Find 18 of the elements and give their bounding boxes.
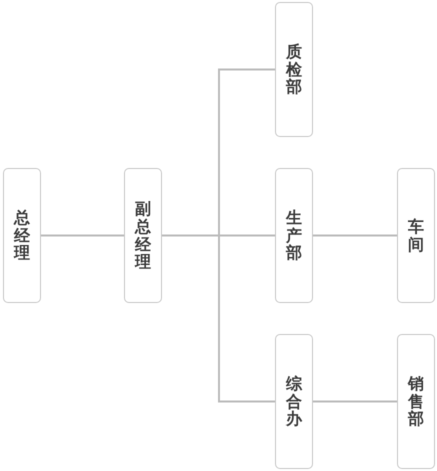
connector-line bbox=[313, 400, 397, 402]
department-name: 生产部 bbox=[286, 209, 302, 262]
org-box bbox=[397, 168, 435, 303]
department-name: 质检部 bbox=[286, 43, 302, 96]
department-name: 副总经理 bbox=[135, 200, 151, 271]
connector-line bbox=[313, 234, 397, 236]
org-box bbox=[275, 168, 313, 303]
org-box bbox=[275, 334, 313, 469]
department-name: 车间 bbox=[408, 218, 424, 254]
department-name: 综合办 bbox=[286, 375, 302, 428]
org-box bbox=[397, 334, 435, 469]
org-box bbox=[124, 168, 162, 303]
department-name: 总经理 bbox=[14, 209, 30, 262]
org-box bbox=[3, 168, 41, 303]
connector-line bbox=[41, 234, 124, 236]
connector-line bbox=[162, 234, 275, 402]
org-box bbox=[275, 2, 313, 137]
department-name: 销售部 bbox=[408, 375, 424, 428]
